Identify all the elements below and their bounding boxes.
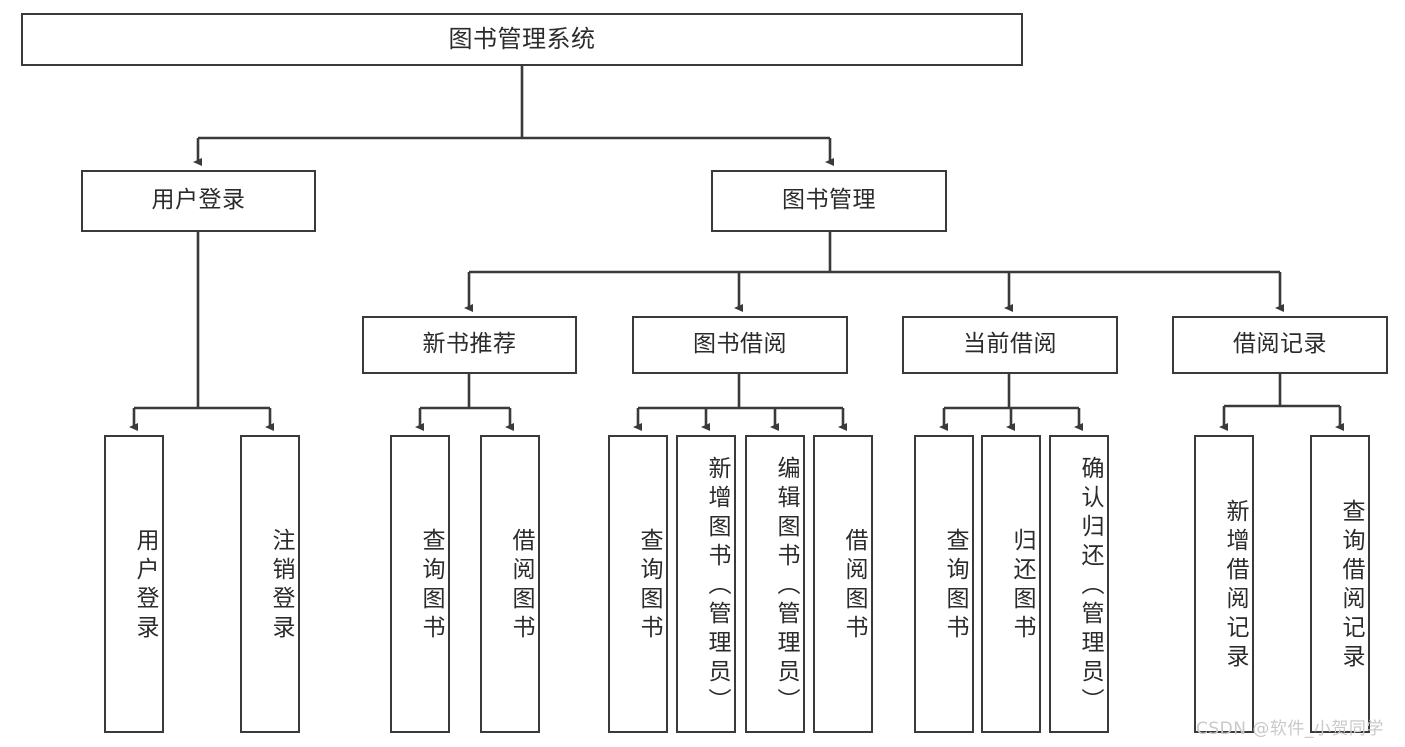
leaf-query-borrow-record[interactable]: 查询借阅记录 [1310,435,1370,733]
leaf-return-book[interactable]: 归还图书 [981,435,1041,733]
leaf-query-book-borrow[interactable]: 查询图书 [608,435,668,733]
leaf-borrow-book-recommend[interactable]: 借阅图书 [480,435,540,733]
leaf-add-borrow-record[interactable]: 新增借阅记录 [1194,435,1254,733]
node-new-book-recommend[interactable]: 新书推荐 [362,316,577,374]
csdn-watermark: CSDN @软件_小贺同学 [1196,719,1384,739]
leaf-logout[interactable]: 注销登录 [240,435,300,733]
node-user-login[interactable]: 用户登录 [81,170,316,232]
leaf-borrow-book[interactable]: 借阅图书 [813,435,873,733]
leaf-edit-book-admin[interactable]: 编辑图书（管理员） [745,435,805,733]
leaf-confirm-return-admin[interactable]: 确认归还（管理员） [1049,435,1109,733]
node-current-borrow[interactable]: 当前借阅 [902,316,1118,374]
leaf-user-login[interactable]: 用户登录 [104,435,164,733]
node-book-management[interactable]: 图书管理 [711,170,947,232]
node-root[interactable]: 图书管理系统 [21,13,1023,66]
leaf-add-book-admin[interactable]: 新增图书（管理员） [676,435,736,733]
node-borrow-record[interactable]: 借阅记录 [1172,316,1388,374]
node-book-borrow[interactable]: 图书借阅 [632,316,848,374]
leaf-query-book-current[interactable]: 查询图书 [914,435,974,733]
leaf-query-book-recommend[interactable]: 查询图书 [390,435,450,733]
